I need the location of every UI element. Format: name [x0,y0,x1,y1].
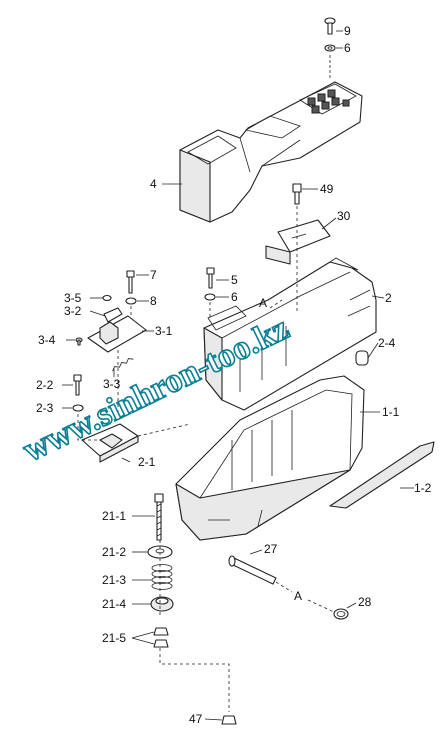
pin-part-27 [228,555,277,585]
callout-21-5: 21-5 [102,631,126,645]
callout-2-1: 2-1 [138,455,156,469]
washer-part-8 [125,297,137,305]
washer-part-6-top [324,44,336,52]
callout-3-3: 3-3 [103,377,121,391]
clip-part-3-2 [103,307,123,323]
bolt-part-7 [126,270,135,294]
lower-housing-part-1-1 [175,375,365,541]
washer-part-2-3 [72,404,84,412]
callout-21-1: 21-1 [102,509,126,523]
washer-part-6-mid [204,293,216,301]
side-trim-part-1-2 [329,441,435,509]
callout-3-2: 3-2 [64,304,82,318]
callout-21-3: 21-3 [102,573,126,587]
callout-47: 47 [189,712,203,726]
callout-6-top: 6 [344,41,351,55]
pin-part-3-5 [102,294,112,302]
callout-2: 2 [385,291,392,305]
callout-3-1: 3-1 [155,324,173,338]
callout-5: 5 [231,273,238,287]
callout-leaders [62,30,414,721]
bushing-part-21-4 [150,596,174,612]
frame-part-2 [203,257,377,411]
callout-49: 49 [320,182,334,196]
long-bolt-part-21-1 [154,493,164,541]
spring-part-21-3 [151,564,173,590]
nut-part-47 [221,715,237,725]
callout-2-2: 2-2 [36,378,54,392]
callout-2-3: 2-3 [36,401,54,415]
callout-6-mid: 6 [231,290,238,304]
screw-part-9 [324,17,336,35]
bolt-part-49 [292,183,302,205]
bracket-part-2-1 [81,423,139,463]
assembly-guide-lines [77,206,335,712]
ring-part-28 [333,608,349,620]
bracket-assembly-part-3-1 [87,315,147,353]
callout-3-5: 3-5 [64,291,82,305]
bracket-part-30 [265,219,331,265]
callout-27: 27 [264,542,278,556]
callout-30: 30 [337,209,351,223]
callout-3-4: 3-4 [38,333,56,347]
callout-A-upper: A [259,296,267,310]
callout-labels: 9 6 4 49 30 7 8 5 6 A 2 3-5 3-2 3-1 3-4 … [36,24,432,726]
bolt-part-5 [206,267,215,289]
callout-4: 4 [150,177,157,191]
callout-28: 28 [358,595,372,609]
callout-21-4: 21-4 [102,597,126,611]
spring-part-3-3 [112,358,134,372]
callout-1-1: 1-1 [382,405,400,419]
callout-7: 7 [150,268,157,282]
callout-2-4: 2-4 [378,336,396,350]
screw-part-3-4 [75,337,83,346]
callout-8: 8 [150,294,157,308]
callout-21-2: 21-2 [102,545,126,559]
callout-A-lower: A [294,589,302,603]
spacer-part-2-4 [355,350,369,366]
bolt-part-2-2 [73,374,82,396]
nuts-part-21-5 [153,627,169,648]
callout-9: 9 [344,24,351,38]
console-cover-part-4 [179,81,363,223]
callout-1-2: 1-2 [414,481,432,495]
